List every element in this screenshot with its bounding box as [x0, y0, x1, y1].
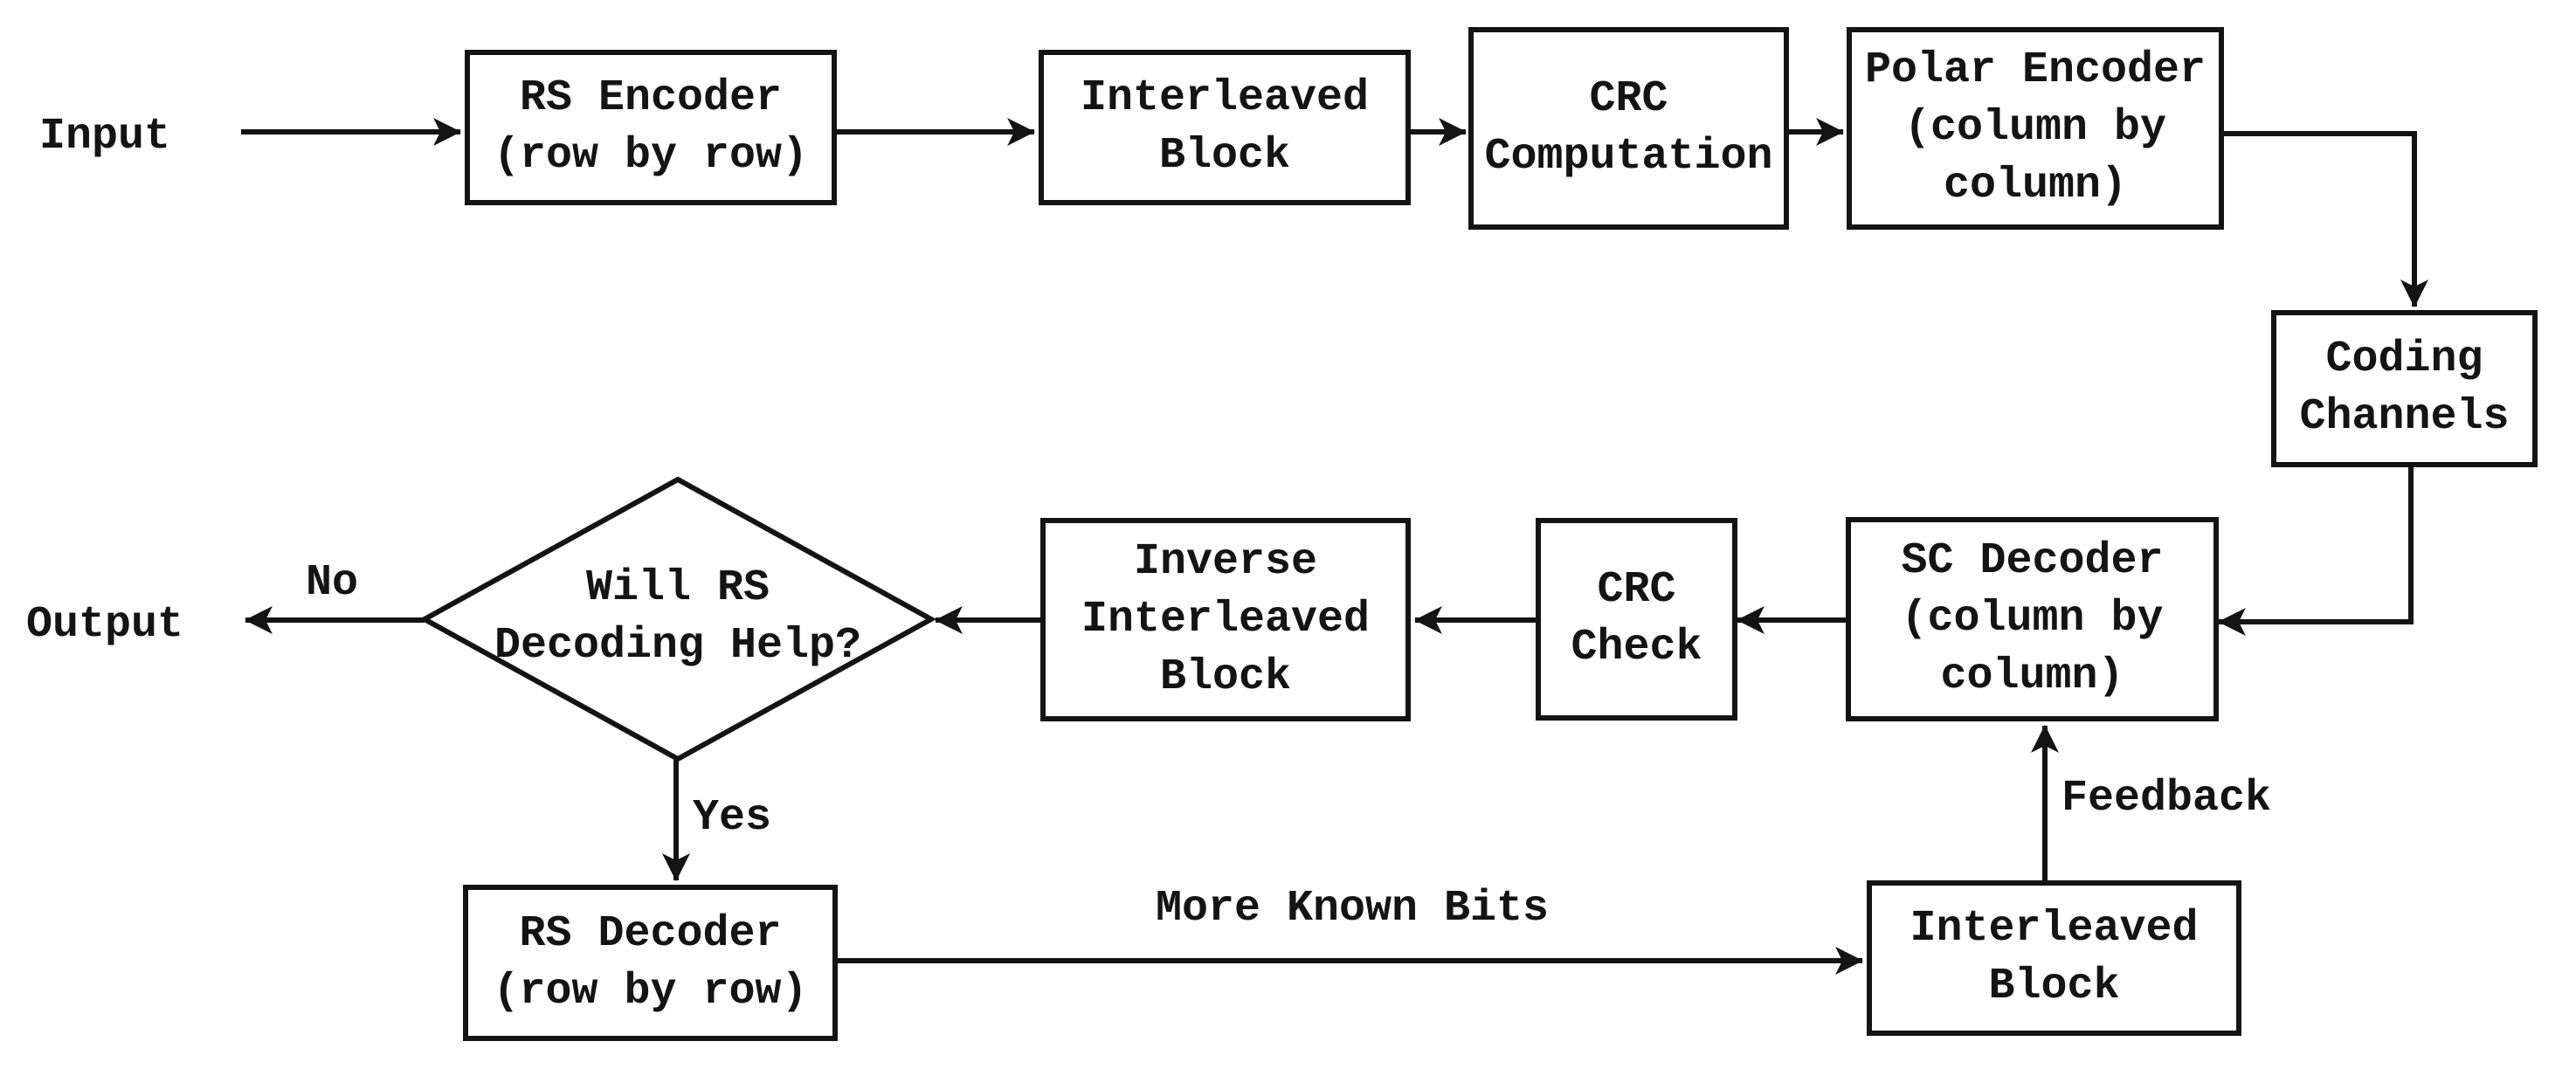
- output-label: Output: [25, 600, 184, 650]
- node-decision-label: Will RS Decoding Help?: [494, 563, 862, 671]
- node-interleaved-block-top: Interleaved Block: [1039, 50, 1411, 205]
- node-crc-check: CRC Check: [1536, 518, 1737, 721]
- node-sc-decoder: SC Decoder (column by column): [1846, 517, 2219, 721]
- input-label: Input: [38, 112, 171, 162]
- edge-coding-channels-to-sc-decoder: [2217, 467, 2414, 636]
- more-known-bits-label: More Known Bits: [1155, 884, 1550, 934]
- node-inverse-interleaved-block: Inverse Interleaved Block: [1040, 518, 1411, 721]
- node-rs-decoder: RS Decoder (row by row): [463, 885, 838, 1041]
- node-polar-encoder: Polar Encoder (column by column): [1847, 27, 2224, 230]
- node-coding-channels: Coding Channels: [2271, 310, 2538, 467]
- decision-diamond: [418, 476, 937, 762]
- node-rs-encoder: RS Encoder (row by row): [465, 50, 837, 205]
- node-interleaved-block-bottom: Interleaved Block: [1867, 880, 2241, 1036]
- edge-polar-encoder-to-coding-channels: [2224, 131, 2428, 308]
- yes-branch-label: Yes: [692, 793, 772, 843]
- feedback-label: Feedback: [2061, 774, 2272, 824]
- node-crc-computation: CRC Computation: [1468, 27, 1789, 230]
- no-branch-label: No: [305, 558, 359, 608]
